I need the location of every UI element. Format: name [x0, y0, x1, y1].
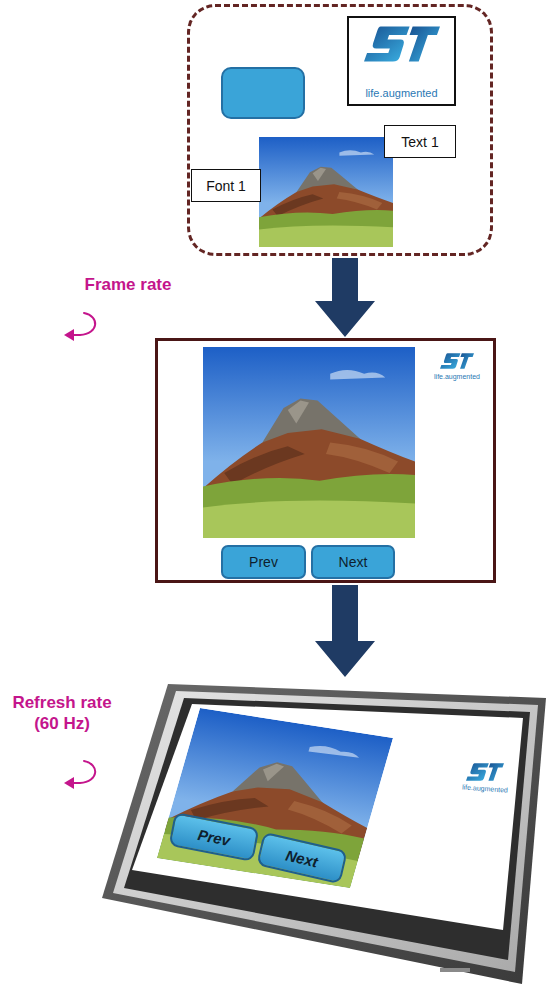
node-text: Font 1	[206, 178, 246, 194]
node-text: life.augmented	[365, 87, 437, 99]
node-text: Text 1	[401, 134, 438, 150]
button: Next	[311, 545, 395, 579]
rate-label: Refresh rate (60 Hz)	[2, 692, 122, 734]
label-text: life.augmented	[434, 373, 480, 380]
button: Prev	[221, 545, 306, 579]
label-text: Frame rate	[85, 275, 172, 294]
node-text: Next	[284, 846, 320, 870]
rate-label: Frame rate	[58, 274, 198, 295]
node-text: Prev	[196, 826, 231, 849]
node-text: Prev	[249, 554, 278, 570]
display-outline	[98, 678, 550, 988]
flow-arrow	[315, 585, 375, 677]
flow-arrow	[315, 258, 375, 337]
display-device: PrevNext	[98, 678, 550, 988]
logo-tagline: life.augmented	[427, 373, 487, 381]
asset-group: life.augmentedText 1 Font 1	[187, 4, 493, 256]
logo-box: life.augmented	[347, 16, 456, 106]
label-text: Refresh rate (60 Hz)	[12, 693, 111, 733]
node-text: Next	[339, 554, 368, 570]
text-tag: Font 1	[191, 169, 261, 202]
text-tag: Text 1	[384, 125, 456, 158]
